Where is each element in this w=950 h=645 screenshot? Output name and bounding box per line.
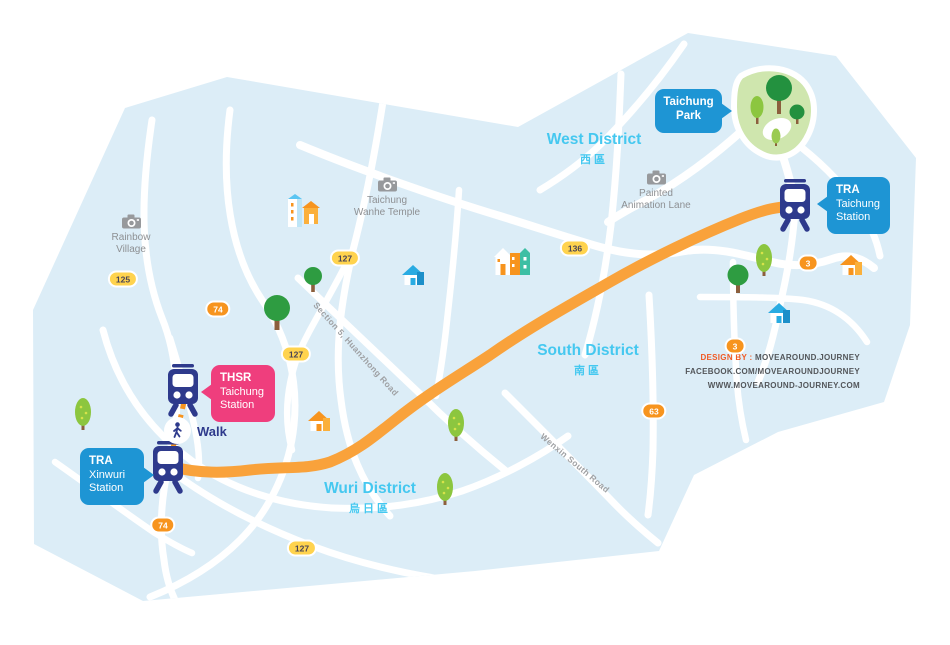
district-zh: 南區 [574,365,602,377]
district-en: West District [546,131,642,148]
route-badge-136[interactable]: 136 [559,239,591,257]
building-cluster-icon [494,248,530,275]
house-orange-icon [308,411,330,431]
district-en: Wuri District [324,480,416,497]
landmark-line1: Painted [639,188,673,199]
camera-icon [378,177,397,197]
credit-designer: MOVEAROUND.JOURNEY [752,353,860,362]
route-badge-63[interactable]: 63 [641,402,667,420]
route-badge-74[interactable]: 74 [205,300,231,318]
station-label-line1: TRA [89,455,113,467]
tra-taichung-station-bubble[interactable]: TRA Taichung Station [817,177,890,234]
district-zh: 烏日區 [349,503,391,515]
house-icons [288,194,862,431]
station-label-line1: TRA [836,184,860,196]
pedestrian-icon [173,422,182,438]
landmark-line2: Animation Lane [621,200,691,211]
camera-icon [647,170,666,190]
tree-icons [75,244,772,505]
train-icon-tra-taichung[interactable] [777,179,813,238]
district-label-south: South District 南區 [518,342,658,378]
landmark-line2: Wanhe Temple [353,207,421,218]
station-label-line3: Station [220,399,255,411]
house-orange-icon [840,255,862,275]
train-icon-tra-xinwuri[interactable] [150,441,186,500]
landmark-line1: Rainbow [111,232,151,243]
rail-route-line [162,201,799,478]
building-cluster-icon [288,194,320,227]
credit-facebook[interactable]: FACEBOOK.COM/MOVEAROUNDJOURNEY [685,367,860,376]
bubble-pointer [721,103,732,119]
station-label-line1: THSR [220,372,252,384]
walk-label: Walk [197,424,227,439]
camera-icon [122,214,141,234]
credit-design-by: DESIGN BY : MOVEAROUND.JOURNEY [638,351,860,365]
route-badge-74[interactable]: 74 [150,516,176,534]
credit-prefix: DESIGN BY : [700,353,753,362]
route-badge-3[interactable]: 3 [724,337,746,355]
walk-marker [164,417,191,444]
landmark-rainbow-village[interactable]: Rainbow Village [86,232,176,256]
station-label-line3: Station [89,482,124,494]
route-badge-125[interactable]: 125 [107,270,139,288]
bubble-pointer [143,467,154,483]
train-icon-thsr[interactable] [165,364,201,423]
park-area [730,65,817,161]
station-label-line3: Station [836,211,871,223]
station-label-line2: Taichung [836,197,881,210]
landmark-line2: Village [116,244,146,255]
map-region [33,33,916,601]
park-label-line2: Park [676,109,701,122]
house-blue-icon [768,303,790,323]
district-en: South District [537,342,639,359]
bubble-pointer [817,196,828,212]
district-label-wuri: Wuri District 烏日區 [300,480,440,516]
route-badge-127[interactable]: 127 [286,539,318,557]
taichung-park-bubble[interactable]: Taichung Park [655,89,732,133]
route-badge-127[interactable]: 127 [280,345,312,363]
thsr-taichung-station-bubble[interactable]: THSR Taichung Station [201,365,275,422]
credits-block: DESIGN BY : MOVEAROUND.JOURNEY FACEBOOK.… [638,351,860,393]
tra-xinwuri-station-bubble[interactable]: TRA Xinwuri Station [80,448,154,505]
district-zh: 西區 [580,154,608,166]
landmark-painted-animation-lane[interactable]: Painted Animation Lane [611,188,701,212]
landmark-line1: Taichung [366,195,408,206]
station-label-line2: Xinwuri [89,468,126,481]
landmark-wanhe-temple[interactable]: Taichung Wanhe Temple [342,195,432,219]
route-badge-127[interactable]: 127 [329,249,361,267]
bubble-pointer [201,384,212,400]
station-label-line2: Taichung [220,385,265,398]
park-label-line1: Taichung [663,96,714,108]
house-blue-icon [402,265,424,285]
district-label-west: West District 西區 [524,131,664,167]
credit-website[interactable]: WWW.MOVEAROUND-JOURNEY.COM [707,381,860,390]
route-badge-3[interactable]: 3 [797,254,819,272]
